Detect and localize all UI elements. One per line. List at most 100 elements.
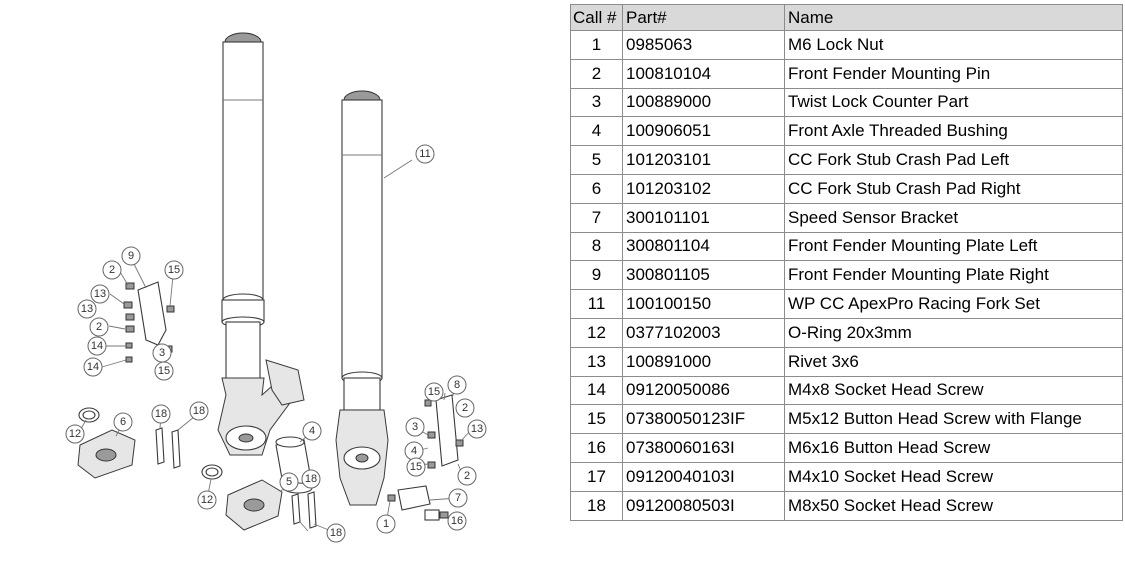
svg-text:15: 15 bbox=[158, 365, 170, 377]
svg-text:1: 1 bbox=[383, 518, 389, 530]
table-header-row: Call # Part# Name bbox=[570, 4, 1123, 31]
callout-4b: 4 bbox=[404, 441, 424, 461]
svg-text:12: 12 bbox=[201, 494, 213, 506]
callout-12b: 12 bbox=[197, 490, 217, 510]
callout-15c: 15 bbox=[424, 382, 444, 402]
call-number-cell: 12 bbox=[570, 317, 623, 348]
header-part-number: Part# bbox=[622, 4, 785, 31]
callout-2b: 2 bbox=[89, 317, 109, 337]
callout-13c: 13 bbox=[467, 419, 487, 439]
callout-1: 1 bbox=[376, 514, 396, 534]
speed-sensor-bracket-part bbox=[387, 485, 449, 521]
part-number-cell: 101203102 bbox=[622, 173, 785, 204]
right-mounting-plate-part bbox=[424, 394, 464, 469]
svg-text:14: 14 bbox=[87, 361, 99, 373]
callout-2d: 2 bbox=[457, 466, 477, 486]
part-number-cell: 300101101 bbox=[622, 202, 785, 233]
callout-2c: 2 bbox=[455, 398, 475, 418]
svg-text:8: 8 bbox=[454, 379, 460, 391]
svg-text:18: 18 bbox=[330, 527, 342, 539]
call-number-cell: 8 bbox=[570, 231, 623, 262]
svg-text:9: 9 bbox=[128, 250, 134, 262]
left-fork-leg bbox=[217, 32, 305, 456]
call-number-cell: 9 bbox=[570, 260, 623, 291]
part-name-cell: Rivet 3x6 bbox=[784, 346, 1123, 377]
right-fork-leg bbox=[335, 90, 389, 506]
part-number-cell: 07380060163I bbox=[622, 433, 785, 463]
svg-text:18: 18 bbox=[305, 473, 317, 485]
part-name-cell: CC Fork Stub Crash Pad Right bbox=[784, 173, 1123, 204]
callout-3b: 3 bbox=[405, 417, 425, 437]
call-number-cell: 2 bbox=[570, 58, 623, 89]
call-number-cell: 4 bbox=[570, 116, 623, 147]
svg-text:2: 2 bbox=[462, 402, 468, 414]
svg-text:13: 13 bbox=[81, 303, 93, 315]
leader-lines bbox=[77, 159, 472, 534]
svg-text:4: 4 bbox=[411, 445, 417, 457]
svg-text:2: 2 bbox=[96, 321, 102, 333]
part-number-cell: 07380050123IF bbox=[622, 404, 785, 435]
part-number-cell: 0985063 bbox=[622, 30, 785, 60]
callout-18c: 18 bbox=[301, 469, 321, 489]
callout-15: 15 bbox=[164, 260, 184, 280]
part-number-cell: 100906051 bbox=[622, 116, 785, 147]
part-name-cell: M5x12 Button Head Screw with Flange bbox=[784, 404, 1123, 435]
call-number-cell: 15 bbox=[570, 404, 623, 435]
call-number-cell: 3 bbox=[570, 87, 623, 118]
svg-text:15: 15 bbox=[168, 264, 180, 276]
callout-16: 16 bbox=[447, 511, 467, 531]
call-number-cell: 18 bbox=[570, 490, 623, 521]
part-name-cell: Front Fender Mounting Plate Right bbox=[784, 260, 1123, 291]
part-number-cell: 300801105 bbox=[622, 260, 785, 291]
callout-7: 7 bbox=[448, 488, 468, 508]
part-name-cell: M8x50 Socket Head Screw bbox=[784, 490, 1123, 521]
callout-5: 5 bbox=[279, 472, 299, 492]
call-number-cell: 6 bbox=[570, 173, 623, 204]
svg-text:13: 13 bbox=[471, 423, 483, 435]
svg-text:11: 11 bbox=[419, 148, 430, 160]
socket-screws-part bbox=[155, 427, 317, 529]
part-name-cell: CC Fork Stub Crash Pad Left bbox=[784, 145, 1123, 175]
svg-text:7: 7 bbox=[455, 492, 461, 504]
callout-3: 3 bbox=[152, 343, 172, 363]
part-name-cell: Front Fender Mounting Pin bbox=[784, 58, 1123, 89]
callout-8: 8 bbox=[447, 375, 467, 395]
header-name: Name bbox=[784, 4, 1123, 31]
svg-text:3: 3 bbox=[159, 347, 165, 359]
callout-9: 9 bbox=[121, 246, 141, 266]
part-number-cell: 09120080503I bbox=[622, 490, 785, 521]
callout-15d: 15 bbox=[406, 457, 426, 477]
callout-18: 18 bbox=[151, 404, 171, 424]
part-name-cell: M4x8 Socket Head Screw bbox=[784, 375, 1123, 406]
callout-6: 6 bbox=[113, 412, 133, 432]
svg-text:15: 15 bbox=[410, 461, 422, 473]
callout-11: 11 bbox=[415, 144, 435, 164]
part-number-cell: 300801104 bbox=[622, 231, 785, 262]
part-name-cell: Front Fender Mounting Plate Left bbox=[784, 231, 1123, 262]
callout-14b: 14 bbox=[83, 357, 103, 377]
part-number-cell: 100891000 bbox=[622, 346, 785, 377]
call-number-cell: 13 bbox=[570, 346, 623, 377]
part-number-cell: 101203101 bbox=[622, 145, 785, 175]
svg-text:3: 3 bbox=[412, 421, 418, 433]
part-number-cell: 09120040103I bbox=[622, 461, 785, 492]
part-name-cell: WP CC ApexPro Racing Fork Set bbox=[784, 289, 1123, 319]
callout-13: 13 bbox=[90, 284, 110, 304]
part-number-cell: 100889000 bbox=[622, 87, 785, 118]
svg-text:18: 18 bbox=[155, 408, 167, 420]
exploded-parts-diagram: 11 9 2 15 13 13 2 14 14 3 15 12 6 18 18 … bbox=[65, 32, 487, 543]
callout-12: 12 bbox=[65, 424, 85, 444]
callout-18b: 18 bbox=[189, 401, 209, 421]
